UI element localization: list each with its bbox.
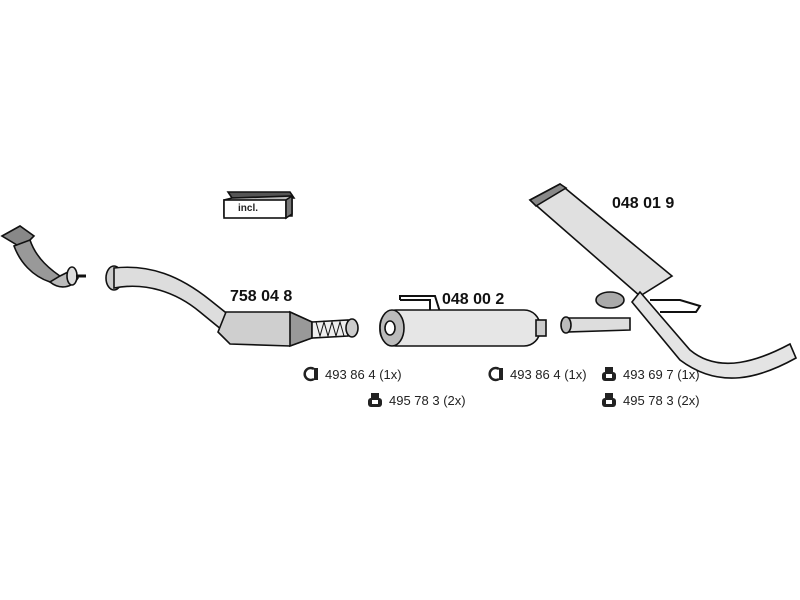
mounting-kit-icon (223, 191, 296, 220)
part-number-label: 048 01 9 (612, 195, 675, 212)
clamp-icon (488, 366, 503, 382)
rubber-mount-icon (602, 367, 616, 381)
catalytic-converter-758-04-8 (105, 265, 359, 348)
rubber-mount-icon (368, 393, 382, 407)
part-number-label: 048 00 2 (442, 291, 505, 308)
accessory-text: 493 86 4 (1x) (510, 366, 587, 382)
accessory-text: 495 78 3 (2x) (389, 392, 466, 408)
middle-muffler-048-00-2 (379, 295, 547, 347)
accessory-text: 493 86 4 (1x) (325, 366, 402, 382)
rubber-mount-icon (602, 393, 616, 407)
accessory-item: 495 78 3 (2x) (600, 392, 700, 408)
accessory-item: 493 86 4 (1x) (487, 366, 587, 382)
clamp-icon (303, 366, 318, 382)
accessory-item: 493 69 7 (1x) (600, 366, 700, 382)
kit-included-badge: incl. (238, 203, 259, 214)
accessory-text: 493 69 7 (1x) (623, 366, 700, 382)
accessory-text: 495 78 3 (2x) (623, 392, 700, 408)
accessory-item: 495 78 3 (2x) (366, 392, 466, 408)
front-pipe (0, 225, 86, 288)
accessory-item: 493 86 4 (1x) (302, 366, 402, 382)
rear-muffler-048-01-9 (528, 183, 798, 379)
part-number-label: 758 04 8 (230, 288, 293, 305)
